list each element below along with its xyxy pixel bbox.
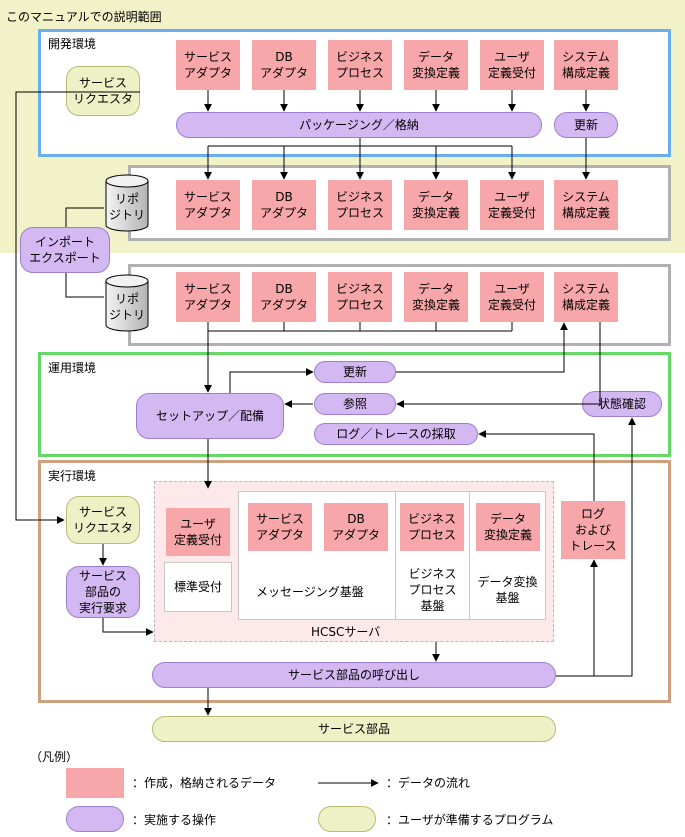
repo1-system-config: システム構成定義 (554, 180, 618, 230)
dev-business-process: ビジネスプロセス (328, 40, 392, 90)
repo1-business-process: ビジネスプロセス (328, 180, 392, 230)
dev-service-requester: サービスリクエスタ (66, 66, 140, 116)
dev-data-transform: データ変換定義 (404, 40, 468, 90)
legend-operation-swatch (66, 806, 124, 832)
legend-data-label: ：作成，格納されるデータ (132, 776, 277, 790)
exec-business-process: ビジネスプロセス (400, 503, 464, 551)
repository-cylinder-2 (105, 274, 149, 332)
dev-service-adapter: サービスアダプタ (176, 40, 240, 90)
setup-deploy-operation: セットアップ／配備 (136, 393, 284, 439)
repo2-data-transform: データ変換定義 (404, 272, 468, 322)
legend-operation-label: ：実施する操作 (132, 813, 217, 827)
service-parts: サービス部品 (152, 716, 556, 742)
repo2-business-process: ビジネスプロセス (328, 272, 392, 322)
exec-service-requester: サービスリクエスタ (66, 496, 140, 544)
dev-user-reception: ユーザ定義受付 (480, 40, 544, 90)
repo2-service-adapter: サービスアダプタ (176, 272, 240, 322)
legend-data-swatch (66, 768, 124, 798)
legend-program-label: ：ユーザが準備するプログラム (386, 813, 554, 827)
update-operation-dev: 更新 (554, 112, 618, 138)
exec-user-reception: ユーザ定義受付 (166, 508, 230, 556)
exec-service-adapter: サービスアダプタ (248, 503, 312, 551)
service-invoke-operation: サービス部品の呼び出し (152, 662, 556, 688)
ops-environment-label: 運用環境 (48, 361, 97, 375)
manual-scope-label: このマニュアルでの説明範囲 (6, 10, 162, 24)
legend-title: （凡例） (30, 750, 79, 764)
standard-reception: 標準受付 (164, 562, 232, 612)
log-collect-operation: ログ／トレースの採取 (314, 423, 478, 445)
ops-update-operation: 更新 (314, 361, 396, 383)
exec-data-transform: データ変換定義 (476, 503, 540, 551)
bp-base-label: ビジネスプロセス基盤 (408, 566, 457, 614)
dev-system-config: システム構成定義 (554, 40, 618, 90)
legend-flow-label: ：データの流れ (386, 776, 471, 790)
log-and-trace: ログおよびトレース (561, 501, 625, 559)
hcsc-server-label: HCSCサーバ (311, 625, 381, 639)
repo1-user-reception: ユーザ定義受付 (480, 180, 544, 230)
status-check-operation: 状態確認 (582, 391, 662, 417)
repo2-user-reception: ユーザ定義受付 (480, 272, 544, 322)
repository-cylinder-1 (105, 174, 149, 232)
messaging-base-label: メッセージング基盤 (256, 585, 364, 599)
import-export-operation: インポートエクスポート (20, 227, 110, 273)
legend-program-swatch (318, 806, 376, 832)
repository-1-label: リポジトリ (108, 191, 145, 222)
packaging-operation: パッケージング／格納 (176, 112, 542, 138)
repo1-data-transform: データ変換定義 (404, 180, 468, 230)
dt-base-label: データ変換基盤 (477, 574, 538, 605)
dev-environment-label: 開発環境 (48, 37, 97, 51)
exec-request-operation: サービス部品の実行要求 (66, 566, 140, 618)
exec-environment-label: 実行環境 (48, 469, 97, 483)
repo1-service-adapter: サービスアダプタ (176, 180, 240, 230)
repo2-system-config: システム構成定義 (554, 272, 618, 322)
ops-reference-operation: 参照 (314, 393, 396, 415)
repository-2-label: リポジトリ (108, 291, 145, 322)
